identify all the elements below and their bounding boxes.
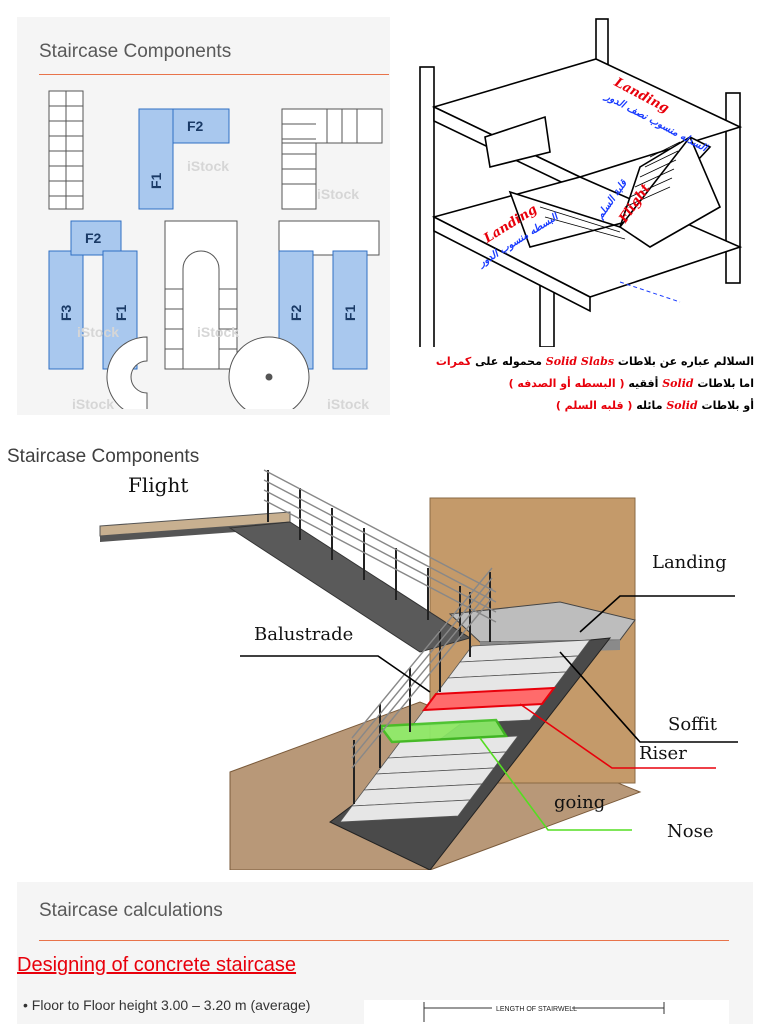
spiral-stair-closed xyxy=(228,336,310,409)
l-stair-f1 xyxy=(138,108,174,210)
arabic-line-1: السلالم عباره عن بلاطات Solid Slabs محمو… xyxy=(435,355,754,368)
watermark: iStock xyxy=(77,324,119,340)
arabic-line-2: اما بلاطات Solid أفقيه ( البسطه أو الصدف… xyxy=(508,377,754,390)
label-going: going xyxy=(554,792,606,813)
title-rule xyxy=(39,74,389,75)
slide-title: Staircase calculations xyxy=(39,900,223,921)
plan-label-f1: F1 xyxy=(148,172,164,189)
slide-title: Staircase Components xyxy=(39,41,232,62)
slide-components-render: Staircase Components xyxy=(0,442,768,870)
figure-label: LENGTH OF STAIRWELL xyxy=(496,1006,577,1013)
label-soffit: Soffit xyxy=(668,714,717,735)
label-riser: Riser xyxy=(639,743,687,764)
label-nose: Nose xyxy=(667,821,714,842)
slide-title: Staircase Components xyxy=(7,446,200,467)
label-landing: Landing xyxy=(652,552,727,573)
watermark: iStock xyxy=(317,186,359,202)
plan-label-f2-u: F2 xyxy=(85,230,102,246)
section-heading: Designing of concrete staircase xyxy=(17,954,297,976)
watermark: iStock xyxy=(327,396,369,409)
l-stair-f2 xyxy=(172,108,230,144)
bullet-item: • Floor to Floor height 3.00 – 3.20 m (a… xyxy=(23,997,311,1013)
arabic-line-3: أو بلاطات Solid مائله ( قلبه السلم ) xyxy=(555,399,754,412)
slide-calculations: Staircase calculations Designing of conc… xyxy=(17,882,753,1024)
u-stair-f3 xyxy=(48,250,84,370)
u-winder-stair xyxy=(164,220,238,370)
plan-label-f2: F2 xyxy=(187,118,204,134)
watermark: iStock xyxy=(197,324,239,340)
plan-label-f2-u2: F2 xyxy=(288,304,304,321)
slide-components-3d: Landing السدله منسوب نصف الدور Flight قل… xyxy=(390,17,768,415)
staircase-render xyxy=(99,469,738,870)
plan-label-f1-u2: F1 xyxy=(342,304,358,321)
plan-label-f1-u: F1 xyxy=(113,304,129,321)
spiral-stair-open xyxy=(106,336,148,409)
u2-stair-f1 xyxy=(332,250,368,370)
label-flight: Flight xyxy=(128,473,189,497)
plan-label-f3: F3 xyxy=(58,304,74,321)
title-rule xyxy=(39,940,729,941)
stair-plan-diagrams: F2 F1 F2 F3 F1 F2 F1 iStock iStock iStoc… xyxy=(48,90,383,409)
label-balustrade: Balustrade xyxy=(254,624,354,645)
watermark: iStock xyxy=(72,396,114,409)
staircase-3d-diagram: Landing السدله منسوب نصف الدور Flight قل… xyxy=(419,18,743,347)
stairwell-figure: LENGTH OF STAIRWELL xyxy=(364,1000,729,1024)
slide-components-plans: Staircase Components xyxy=(17,17,390,415)
u-stair-f2 xyxy=(70,220,122,256)
watermark: iStock xyxy=(187,158,229,174)
